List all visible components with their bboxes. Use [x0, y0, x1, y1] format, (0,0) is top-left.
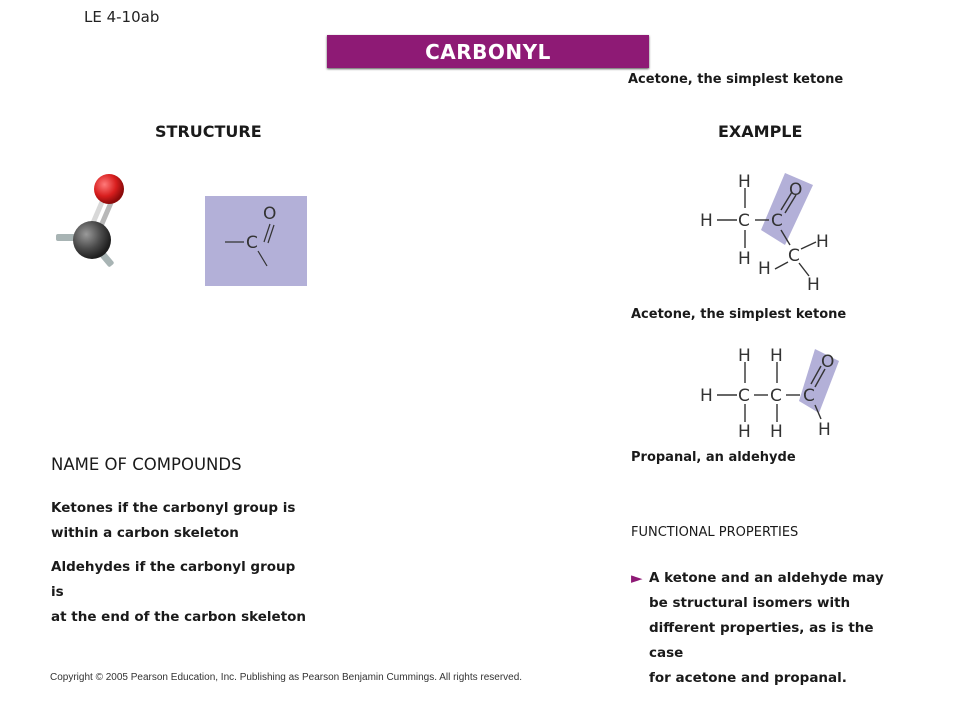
propanal-caption: Propanal, an aldehyde: [631, 450, 796, 465]
propanal-structure: H H H C C C O H H H: [700, 346, 839, 442]
acetone-o: O: [789, 180, 802, 200]
acetone-c-right: C: [788, 246, 800, 266]
title-banner: CARBONYL: [327, 35, 649, 68]
functional-properties-text: A ketone and an aldehyde may be structur…: [649, 566, 904, 691]
carbon-atom: [73, 221, 111, 259]
copyright-notice: Copyright © 2005 Pearson Education, Inc.…: [50, 672, 523, 683]
acetone-c-left: C: [738, 211, 750, 231]
right-pointer-icon: ►: [631, 569, 643, 587]
slide-label: LE 4-10ab: [84, 8, 160, 26]
fp-line-4: for acetone and propanal.: [649, 670, 847, 686]
acetone-h-right-upper: H: [816, 232, 829, 252]
example-heading: EXAMPLE: [718, 122, 803, 141]
formula-oxygen: O: [263, 204, 276, 224]
formula-right-bond: [257, 250, 268, 267]
propanal-o: O: [821, 352, 834, 372]
propanal-c-2: C: [770, 386, 782, 406]
acetone-c-carbonyl: C: [771, 211, 783, 231]
propanal-h-aldehyde: H: [818, 420, 831, 440]
carbonyl-ball-stick-model: [56, 174, 124, 267]
oxygen-atom: [94, 174, 124, 204]
structure-heading: STRUCTURE: [155, 122, 262, 141]
fp-line-3: different properties, as is the case: [649, 620, 874, 661]
formula-double-bond-1: [263, 223, 271, 243]
acetone-structure: H H C H C O C H H H: [700, 172, 829, 295]
acetone-h-right-bottom: H: [807, 275, 820, 295]
formula-double-bond-2: [267, 224, 275, 244]
fp-line-2: be structural isomers with: [649, 595, 851, 611]
name-of-compounds-heading: NAME OF COMPOUNDS: [51, 455, 242, 474]
aldehyde-line-2: at the end of the carbon skeleton: [51, 609, 307, 625]
propanal-h-bottom-2: H: [770, 422, 783, 442]
fp-line-1: A ketone and an aldehyde may: [649, 570, 884, 586]
carbonyl-formula-box: O C: [205, 196, 307, 286]
acetone-h-bottom: H: [738, 249, 751, 269]
acetone-h-right-left: H: [758, 259, 771, 279]
acetone-h-left: H: [700, 211, 713, 231]
aldehyde-description: Aldehydes if the carbonyl group is at th…: [51, 555, 311, 630]
banner-title: CARBONYL: [425, 40, 551, 64]
ketone-line-1: Ketones if the carbonyl group is: [51, 500, 296, 516]
functional-properties-heading: FUNCTIONAL PROPERTIES: [631, 525, 799, 540]
ketone-line-2: within a carbon skeleton: [51, 525, 239, 541]
top-caption: Acetone, the simplest ketone: [628, 72, 844, 87]
carbonyl-formula: O C: [225, 204, 276, 267]
aldehyde-line-1: Aldehydes if the carbonyl group is: [51, 559, 296, 600]
formula-carbon: C: [246, 233, 258, 253]
propanal-h-left: H: [700, 386, 713, 406]
propanal-h-bottom-1: H: [738, 422, 751, 442]
acetone-h-top: H: [738, 172, 751, 192]
acetone-caption: Acetone, the simplest ketone: [631, 307, 847, 322]
propanal-h-top-2: H: [770, 346, 783, 366]
propanal-c-1: C: [738, 386, 750, 406]
propanal-c-3: C: [803, 386, 815, 406]
propanal-h-top-1: H: [738, 346, 751, 366]
ketone-description: Ketones if the carbonyl group is within …: [51, 496, 311, 546]
